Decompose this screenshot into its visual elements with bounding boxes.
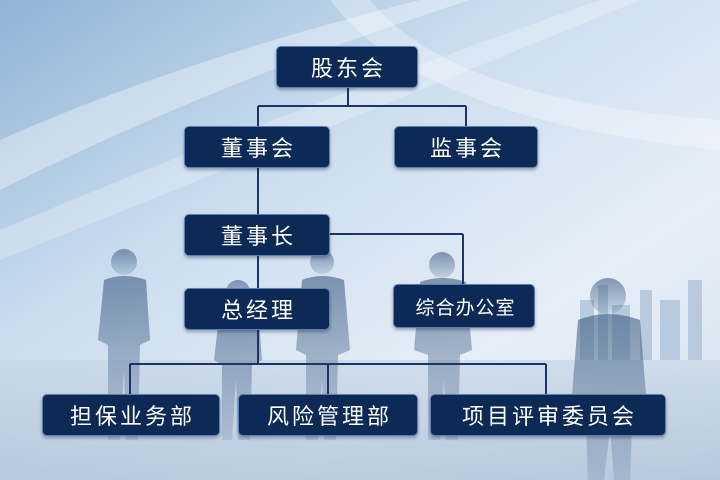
- node-supervisors-label: 监事会: [429, 137, 505, 162]
- node-general-manager-label: 总经理: [220, 299, 296, 324]
- node-guarantee-dept-label: 担保业务部: [69, 405, 195, 430]
- node-board-label: 董事会: [220, 137, 296, 162]
- node-risk-dept-label: 风险管理部: [266, 405, 392, 430]
- node-chairman-label: 董事长: [220, 225, 296, 250]
- node-risk-dept: 风险管理部: [238, 394, 418, 436]
- node-supervisors: 监事会: [394, 126, 538, 168]
- node-review-committee-label: 项目评审委员会: [461, 405, 637, 430]
- node-board: 董事会: [184, 126, 330, 168]
- node-general-office: 综合办公室: [393, 284, 535, 328]
- node-general-manager: 总经理: [184, 288, 330, 330]
- node-general-office-label: 综合办公室: [415, 296, 516, 319]
- node-shareholders: 股东会: [276, 46, 418, 88]
- node-shareholders-label: 股东会: [310, 57, 386, 82]
- node-guarantee-dept: 担保业务部: [42, 394, 220, 436]
- node-chairman: 董事长: [184, 214, 330, 256]
- node-review-committee: 项目评审委员会: [430, 394, 666, 436]
